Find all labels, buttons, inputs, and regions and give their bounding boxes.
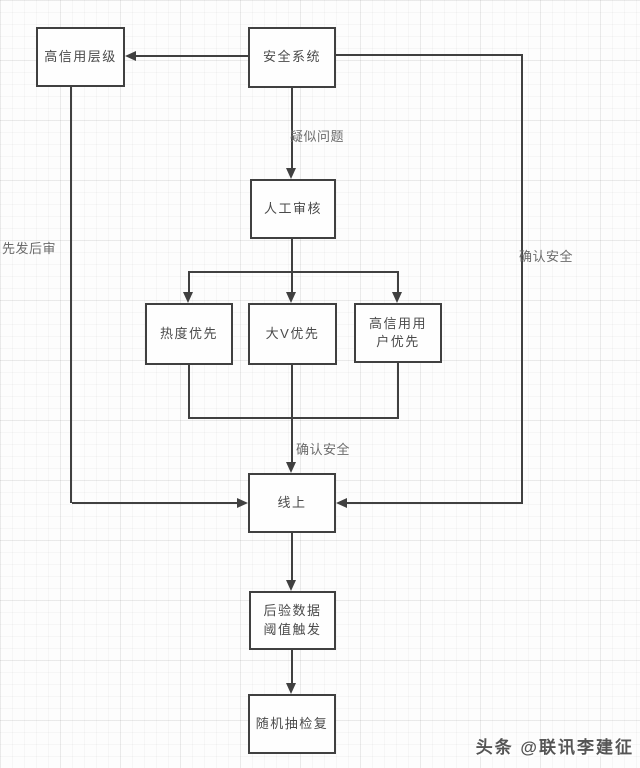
edge-security-right-rail-line [521,54,523,503]
edge-review-stem-line [291,239,293,272]
edge-label-suspected-problem: 疑似问题 [290,129,345,144]
edge-label-confirm-safe-center: 确认安全 [296,442,351,457]
node-manual-review-label: 人工审核 [263,200,322,216]
edge-right-rail-to-online-arrowhead [336,498,347,508]
node-big-v-priority: 大V优先 [248,303,337,365]
edge-right-rail-to-online-line [346,502,523,504]
node-high-credit-user-priority-label: 高信用用户优先 [368,315,427,349]
node-manual-review: 人工审核 [250,179,336,239]
edge-left-rail-to-online-arrowhead [237,498,248,508]
watermark-text: 头条 @联讯李建征 [475,738,634,757]
edge-branch-right-drop-line [397,271,399,293]
node-posterior-data-threshold: 后验数据阈值触发 [249,591,336,650]
node-posterior-data-threshold-label: 后验数据阈值触发 [263,603,322,637]
edge-label-publish-first-review-later: 先发后审 [2,241,57,256]
node-security-system-label: 安全系统 [262,49,321,65]
edge-security-to-highcredit-line [135,55,248,57]
edge-branch-left-arrowhead [183,292,193,303]
edge-security-to-review-line [291,88,293,169]
edge-online-to-posterior-line [291,533,293,581]
node-big-v-priority-label: 大V优先 [265,325,320,341]
node-heat-priority: 热度优先 [145,303,233,365]
edge-branch-left-drop-line [188,271,190,293]
node-heat-priority-label: 热度优先 [159,325,218,341]
node-security-system: 安全系统 [248,27,336,88]
node-random-sampling-recheck: 随机抽检复 [248,694,336,754]
edge-posterior-to-random-arrowhead [286,683,296,694]
node-random-sampling-recheck-label: 随机抽检复 [255,715,329,731]
edge-branch-center-drop-line [291,271,293,293]
edge-left-rail-to-online-line [72,502,237,504]
edge-label-confirm-safe-right: 确认安全 [519,249,574,264]
node-high-credit-level: 高信用层级 [36,27,125,87]
edge-merge-right-line [397,363,399,419]
edge-merge-bottom-line [188,417,399,419]
node-online: 线上 [248,473,336,533]
node-high-credit-level-label: 高信用层级 [44,48,117,64]
edge-branch-top-line [188,271,399,273]
edge-security-to-highcredit-arrowhead [125,51,136,61]
edge-branch-right-arrowhead [392,292,402,303]
edge-security-to-review-arrowhead [286,168,296,179]
edge-merge-to-online-arrowhead [286,462,296,473]
edge-highcredit-left-rail-line [70,87,72,503]
node-online-label: 线上 [277,494,307,510]
edge-merge-left-line [188,365,190,419]
edge-merge-center-line [291,365,293,463]
edge-security-right-top-line [336,54,523,56]
node-high-credit-user-priority: 高信用用户优先 [354,303,442,363]
edge-online-to-posterior-arrowhead [286,580,296,591]
edge-posterior-to-random-line [291,650,293,684]
edge-branch-center-arrowhead [286,292,296,303]
